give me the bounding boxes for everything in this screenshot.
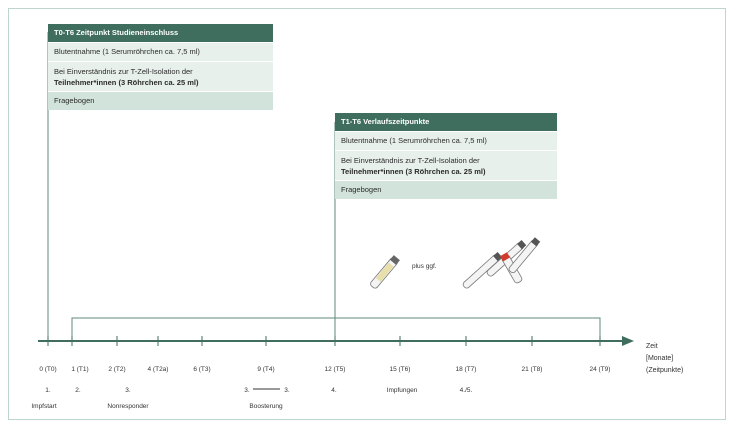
t0-box-blood-sample: Blutentnahme (1 Serumröhrchen ca. 7,5 ml…: [48, 42, 273, 61]
tube-plus-label: plus ggf.: [412, 263, 437, 270]
t0-box-tcell-consent: Bei Einverständnis zur T-Zell-Isolation …: [48, 61, 273, 91]
axis-label-time: Zeit: [646, 343, 658, 350]
booster-from-number: 3.: [244, 387, 250, 394]
t0-box-tcell-line2: Teilnehmer*innen (3 Röhrchen ca. 25 ml): [54, 78, 199, 87]
axis-ticks: [47, 336, 601, 346]
tick-label-t8: 21 (T8): [522, 366, 543, 373]
event-4-number: 4.: [331, 387, 337, 394]
followup-bracket: [71, 317, 601, 341]
tick-label-t5: 12 (T5): [325, 366, 346, 373]
followup-box-tcell-consent: Bei Einverständnis zur T-Zell-Isolation …: [335, 150, 557, 180]
followup-timepoints-box: T1-T6 Verlaufszeitpunkte Blutentnahme (1…: [335, 113, 557, 199]
axis-label-unit: [Monate]: [646, 355, 673, 362]
tick-label-t1: 1 (T1): [71, 366, 88, 373]
t0-box-header: T0-T6 Zeitpunkt Studieneinschluss: [48, 24, 273, 42]
tick-label-t6: 15 (T6): [390, 366, 411, 373]
t0-box-questionnaire: Fragebogen: [48, 91, 273, 110]
tick-label-t7: 18 (T7): [456, 366, 477, 373]
tick-label-t2a: 4 (T2a): [148, 366, 169, 373]
event-1-number: 1.: [45, 387, 51, 394]
followup-box-header: T1-T6 Verlaufszeitpunkte: [335, 113, 557, 131]
booster-to-number: 3.: [284, 387, 290, 394]
followup-box-tcell-line1: Bei Einverständnis zur T-Zell-Isolation …: [341, 156, 480, 165]
tcell-tubes-icon: [462, 237, 541, 289]
followup-box-questionnaire: Fragebogen: [335, 180, 557, 199]
t0-box-tcell-line1: Bei Einverständnis zur T-Zell-Isolation …: [54, 67, 193, 76]
tick-label-t4: 9 (T4): [257, 366, 274, 373]
tick-label-t2: 2 (T2): [108, 366, 125, 373]
event-3-label: Nonresponder: [107, 403, 149, 410]
tick-label-t0: 0 (T0): [39, 366, 56, 373]
tick-label-t9: 24 (T9): [590, 366, 611, 373]
serum-tube-icon: [370, 255, 400, 289]
booster-label: Boosterung: [249, 403, 283, 410]
event-1-label: Impfstart: [31, 403, 56, 410]
time-axis-arrowhead: [622, 336, 634, 346]
event-3-number: 3.: [125, 387, 131, 394]
t0-enrollment-box: T0-T6 Zeitpunkt Studieneinschluss Bluten…: [48, 24, 273, 110]
followup-box-blood-sample: Blutentnahme (1 Serumröhrchen ca. 7,5 ml…: [335, 131, 557, 150]
followup-box-tcell-line2: Teilnehmer*innen (3 Röhrchen ca. 25 ml): [341, 167, 486, 176]
impfungen-label: Impfungen: [387, 387, 418, 394]
event-2-number: 2.: [75, 387, 81, 394]
event-45-number: 4./5.: [460, 387, 473, 394]
axis-label-timepoints: (Zeitpunkte): [646, 367, 683, 374]
tick-label-t3: 6 (T3): [193, 366, 210, 373]
